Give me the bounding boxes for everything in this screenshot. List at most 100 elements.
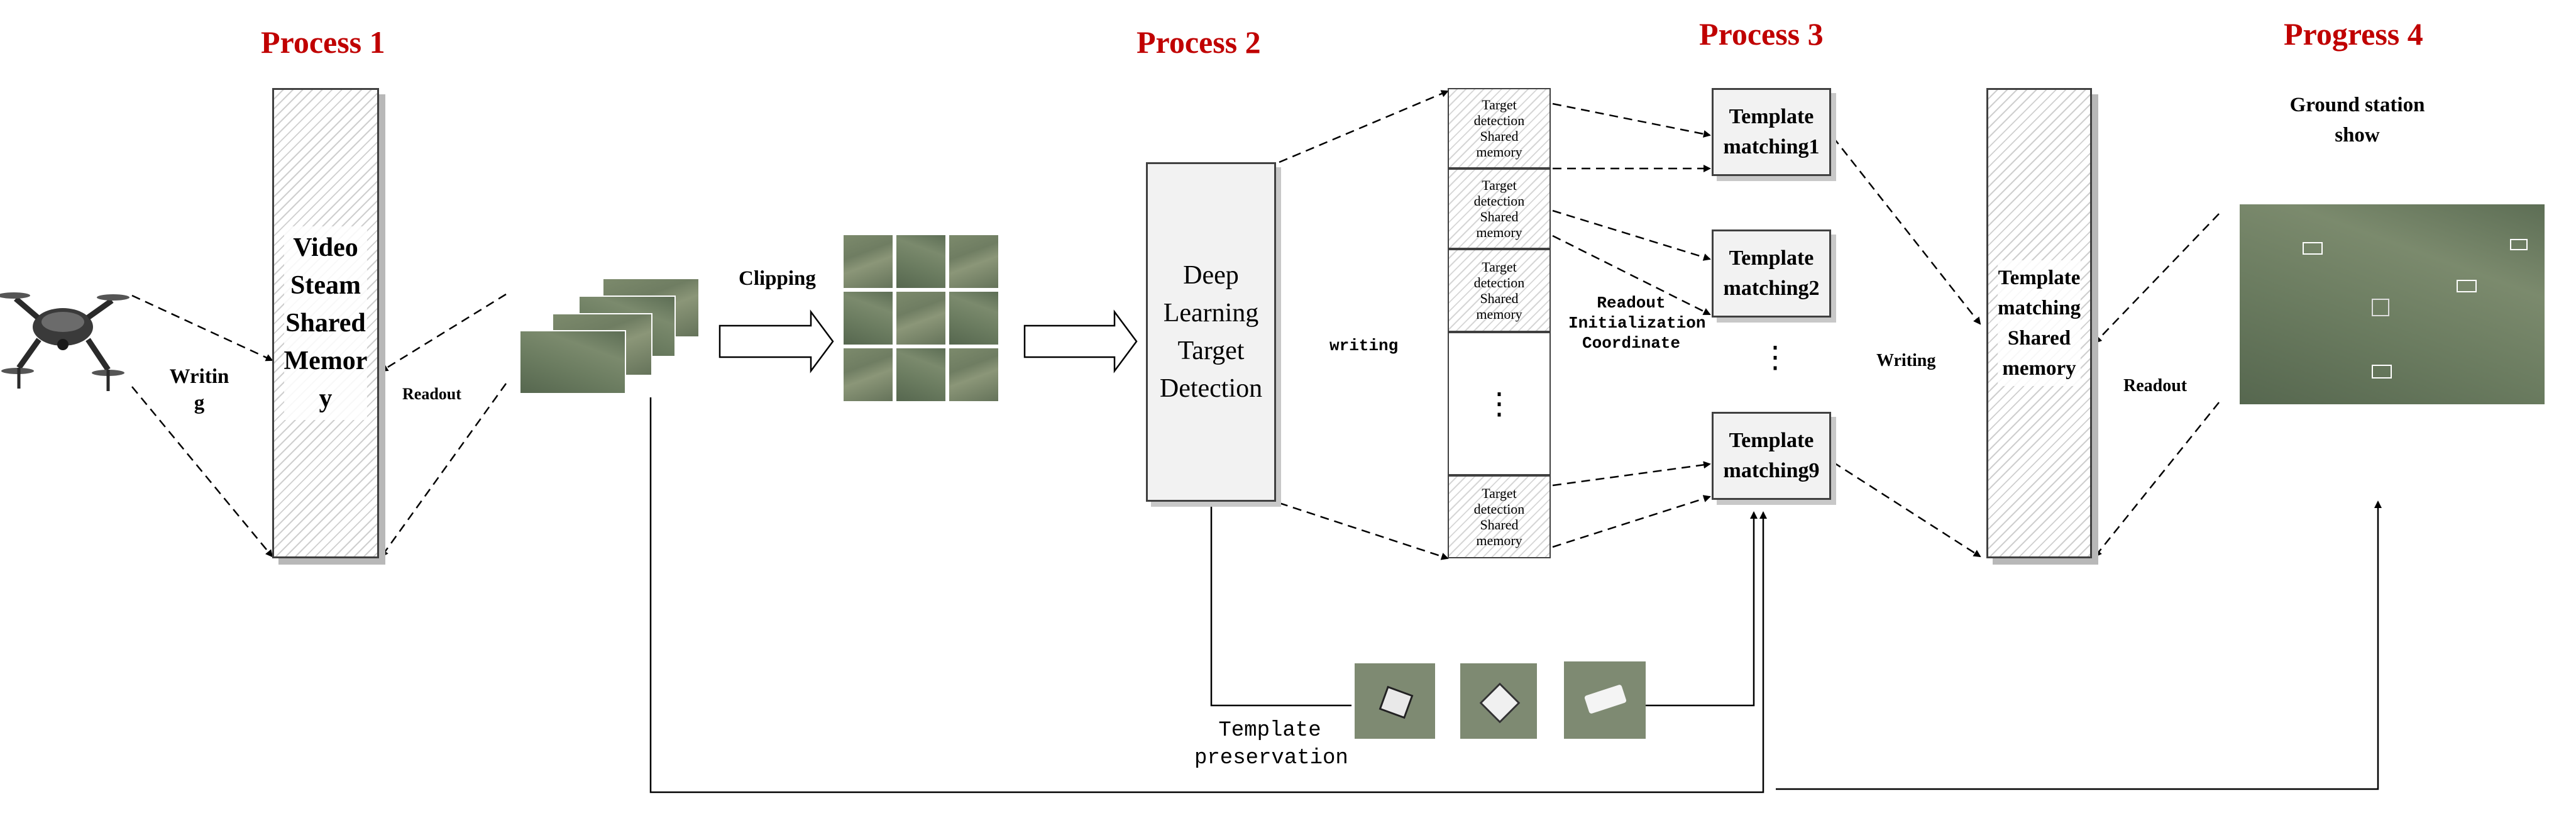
shared-cell-4-line-3: Shared — [1480, 517, 1519, 533]
writing-label-mid: writing — [1329, 336, 1399, 355]
tm9-line-2: matching9 — [1723, 459, 1820, 482]
frames-to-tm9-line — [649, 397, 1767, 793]
ellipsis-vertical-icon: ⋮ — [1484, 387, 1514, 421]
shared-cell-1-line-1: Target — [1482, 97, 1517, 113]
grid-tile-2 — [895, 234, 947, 289]
grid-tile-6 — [948, 290, 999, 346]
detection-line-1: Deep — [1183, 261, 1239, 290]
cell2-to-tm2-arrow — [1552, 209, 1711, 261]
template-matching-shared-memory: Template matching Shared memory — [1986, 88, 2092, 558]
grid-tile-8 — [895, 347, 947, 402]
to-detection-arrow — [1023, 309, 1138, 373]
to-ground-station-line — [1776, 500, 2382, 790]
template-thumb-3 — [1564, 661, 1646, 739]
video-memory-line-5: y — [319, 384, 333, 413]
cell4-to-tm9-arrow — [1552, 461, 1711, 487]
tm9-to-memory-arrow — [1832, 461, 1981, 558]
target-marker-4 — [2372, 365, 2392, 379]
ground-station-line-2: show — [2335, 124, 2380, 146]
tm-memory-line-4: memory — [2002, 357, 2076, 380]
tm-memory-line-3: Shared — [2007, 327, 2071, 350]
clipping-label: Clipping — [739, 267, 816, 290]
shared-cell-4-line-1: Target — [1482, 485, 1517, 501]
grid-tile-3 — [948, 234, 999, 289]
writing-arrow-top-mid — [1279, 90, 1449, 163]
cell1-to-tm1-arrow — [1552, 102, 1711, 138]
grid-tile-9 — [948, 347, 999, 402]
template-preservation-line-1: Template — [1218, 719, 1321, 743]
tm1-to-memory-arrow — [1832, 136, 1981, 325]
readout-init-label: Readout Initialization Coordinate — [1568, 293, 1706, 353]
target-marker-3 — [2510, 239, 2528, 250]
shared-cell-1-line-4: memory — [1476, 144, 1522, 160]
writing-label-left: Writin g — [165, 363, 234, 416]
process-4-title: Progress 4 — [2284, 16, 2423, 52]
cell3-to-tm2-arrow — [1552, 235, 1711, 316]
readout-arrow-top — [380, 293, 507, 372]
deep-learning-detection-box: Deep Learning Target Detection — [1146, 162, 1276, 502]
detection-line-2: Learning — [1163, 299, 1259, 328]
ground-station-line-1: Ground station — [2289, 94, 2425, 116]
video-memory-line-1: Video — [293, 233, 358, 262]
tm1-line-2: matching1 — [1723, 135, 1820, 158]
video-memory-line-4: Memor — [283, 346, 368, 375]
shared-cell-1-line-2: detection — [1473, 113, 1525, 128]
template-thumb-2 — [1460, 663, 1537, 739]
writing-left-line-2: g — [194, 392, 205, 414]
shared-cell-4-line-2: detection — [1473, 501, 1525, 517]
shared-cell-3-line-1: Target — [1482, 259, 1517, 275]
grid-tile-1 — [842, 234, 894, 289]
detection-line-4: Detection — [1159, 374, 1263, 403]
template-matching-2-box: Template matching2 — [1712, 229, 1831, 318]
template-matching-9-box: Template matching9 — [1712, 412, 1831, 500]
template-thumb-3-target — [1583, 684, 1627, 714]
target-marker-1 — [2303, 242, 2323, 255]
template-thumb-2-target — [1479, 682, 1521, 724]
process-1-title: Process 1 — [261, 25, 385, 60]
shared-cell-4-line-4: memory — [1476, 533, 1522, 548]
crosshair-box — [2372, 299, 2389, 316]
tm1-line-1: Template — [1729, 105, 1814, 128]
template-preservation-line-2: preservation — [1194, 746, 1348, 770]
ground-station-screen — [2240, 204, 2545, 404]
template-thumb-1 — [1355, 663, 1435, 739]
writing-label-right: Writing — [1876, 351, 1936, 370]
shared-cell-1-line-3: Shared — [1480, 128, 1519, 144]
grid-tile-4 — [842, 290, 894, 346]
writing-left-line-1: Writin — [169, 365, 229, 388]
tm9-line-1: Template — [1729, 429, 1814, 452]
tm2-line-2: matching2 — [1723, 277, 1820, 300]
shared-cell-3-line-4: memory — [1476, 306, 1522, 322]
grid-tile-7 — [842, 347, 894, 402]
drone-icon — [0, 292, 129, 391]
video-memory-line-2: Steam — [290, 271, 361, 300]
readout-arrow-bottom — [380, 383, 507, 558]
tm-memory-line-1: Template — [1998, 267, 2081, 289]
grid-tile-5 — [895, 290, 947, 346]
shared-cell-3-line-3: Shared — [1480, 290, 1519, 306]
video-frame-1 — [519, 330, 626, 394]
template-matching-1-box: Template matching1 — [1712, 88, 1831, 176]
template-thumb-1-target — [1379, 685, 1414, 719]
shared-cell-2-line-3: Shared — [1480, 209, 1519, 224]
video-memory-line-3: Shared — [285, 309, 366, 338]
cell4b-to-tm9-arrow — [1552, 495, 1711, 548]
process-2-title: Process 2 — [1137, 25, 1261, 60]
shared-cell-2-line-4: memory — [1476, 224, 1522, 240]
tm-memory-line-2: matching — [1998, 297, 2081, 319]
shared-cell-2-line-1: Target — [1482, 177, 1517, 193]
readout-init-line-1: Readout — [1597, 294, 1666, 312]
ground-station-label: Ground station show — [2263, 90, 2452, 150]
readout-right-arrow-top — [2094, 213, 2220, 344]
readout-right-arrow-bottom — [2094, 402, 2220, 558]
readout-init-line-3: Coordinate — [1582, 334, 1681, 353]
shared-cell-3-line-2: detection — [1473, 275, 1525, 290]
detection-line-3: Target — [1177, 336, 1245, 365]
readout-init-line-2: Initialization — [1568, 314, 1706, 333]
readout-label-left: Readout — [402, 385, 461, 403]
